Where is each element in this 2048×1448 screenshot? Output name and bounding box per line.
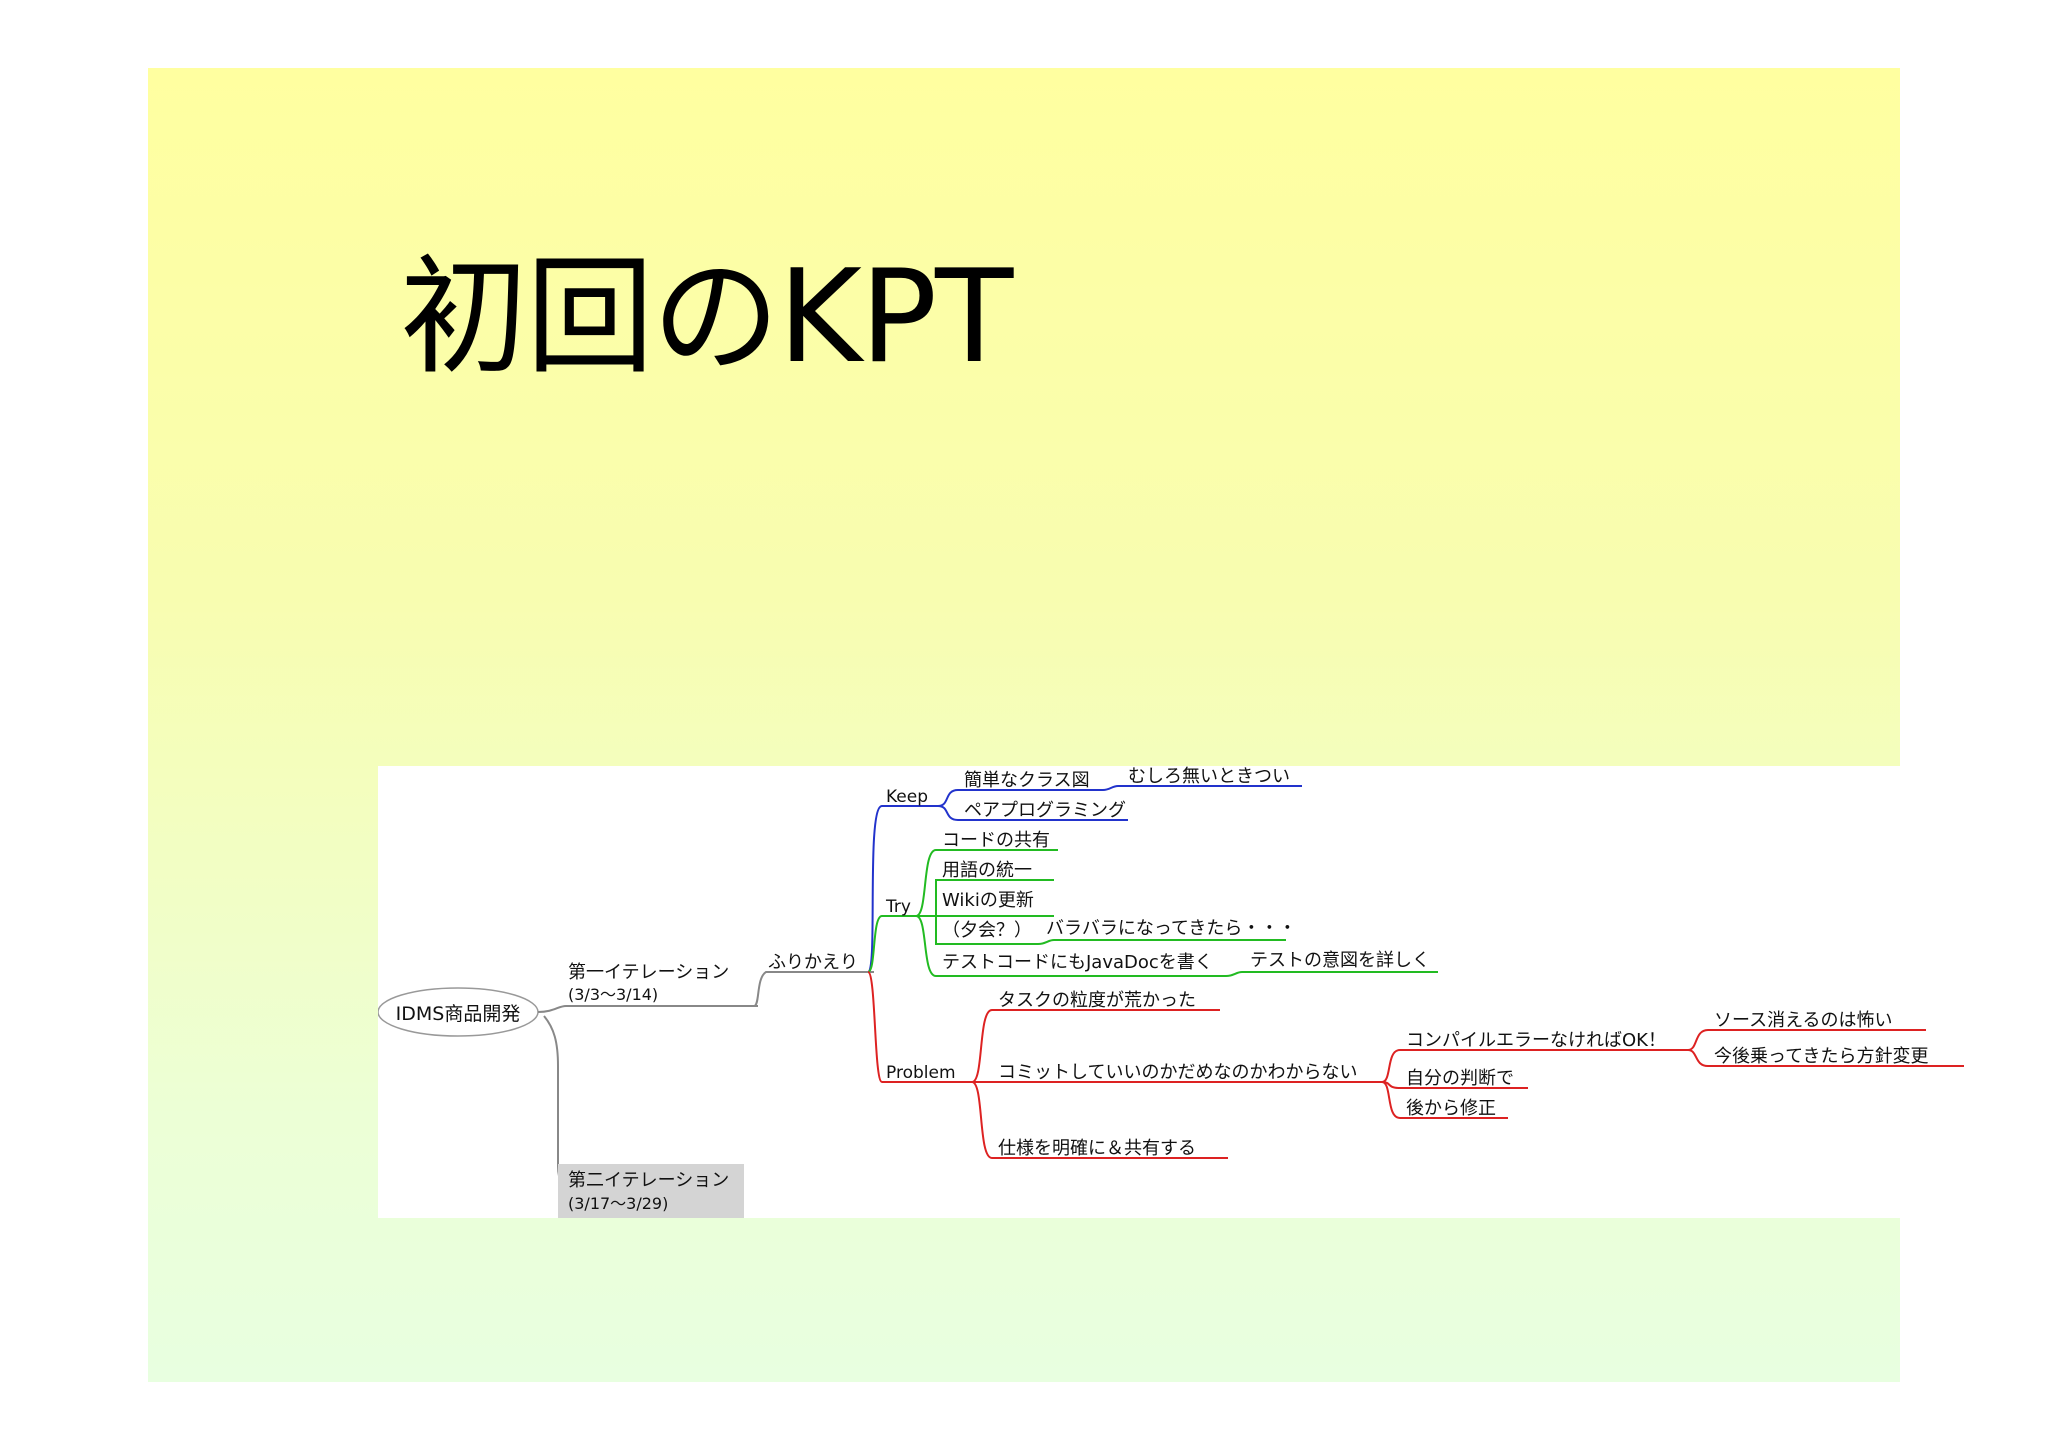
iteration2-box — [558, 1164, 744, 1218]
commit-child-own-judgement: 自分の判断で — [1406, 1068, 1514, 1089]
keep-sub-note: むしろ無いときつい — [1128, 766, 1290, 787]
mind-map-image: IDMS商品開発 — [378, 766, 1964, 1218]
problem-item-clarify-spec: 仕様を明確に＆共有する — [998, 1138, 1196, 1159]
slide-title: 初回のKPT — [400, 243, 1013, 392]
commit-child-fix-later: 後から修正 — [1406, 1098, 1496, 1119]
problem-label: Problem — [886, 1063, 956, 1083]
problem-item-task-granularity: タスクの粒度が荒かった — [998, 990, 1196, 1011]
iteration1-label: 第一イテレーション — [568, 962, 729, 983]
try-sub-test-intent: テストの意図を詳しく — [1250, 950, 1430, 971]
try-sub-scattered: バラバラになってきたら・・・ — [1046, 918, 1296, 939]
root-node: IDMS商品開発 — [396, 1003, 521, 1025]
mind-map-diagram: IDMS商品開発 — [378, 766, 1964, 1218]
iteration2-label: 第二イテレーション — [568, 1170, 729, 1191]
connector-problem — [867, 971, 972, 1083]
compile-child-policy-change: 今後乗ってきたら方針変更 — [1714, 1046, 1929, 1067]
iteration2-dates: (3/17〜3/29) — [568, 1194, 668, 1213]
connector-keep — [867, 805, 938, 973]
keep-connectors — [937, 785, 1302, 821]
try-label: Try — [885, 897, 911, 917]
keep-item-pair-programming: ペアプログラミング — [964, 800, 1126, 821]
connector-root-iteration1 — [537, 1005, 758, 1013]
try-item-wiki-update: Wikiの更新 — [942, 890, 1034, 911]
try-item-code-sharing: コードの共有 — [942, 830, 1050, 851]
keep-item-class-diagram: 簡単なクラス図 — [964, 770, 1090, 791]
slide-background: 初回のKPT IDMS商品開発 — [148, 68, 1964, 1382]
connector-try — [867, 915, 916, 973]
commit-child-compile-ok: コンパイルエラーなければOK！ — [1406, 1030, 1666, 1051]
try-item-evening-meeting: （夕会？） — [942, 920, 1032, 941]
compile-child-source-loss: ソース消えるのは怖い — [1714, 1010, 1893, 1031]
problem-item-commit-unclear: コミットしていいのかだめなのかわからない — [998, 1062, 1357, 1083]
keep-label: Keep — [886, 787, 928, 807]
retrospective-label: ふりかえり — [768, 952, 858, 973]
iteration1-dates: (3/3〜3/14) — [568, 985, 658, 1004]
connector-iteration1-retro — [744, 971, 874, 1007]
try-item-javadoc: テストコードにもJavaDocを書く — [942, 952, 1213, 973]
try-item-terminology: 用語の統一 — [942, 860, 1032, 881]
try-connectors — [915, 849, 1438, 977]
problem-connectors — [971, 1009, 1964, 1159]
